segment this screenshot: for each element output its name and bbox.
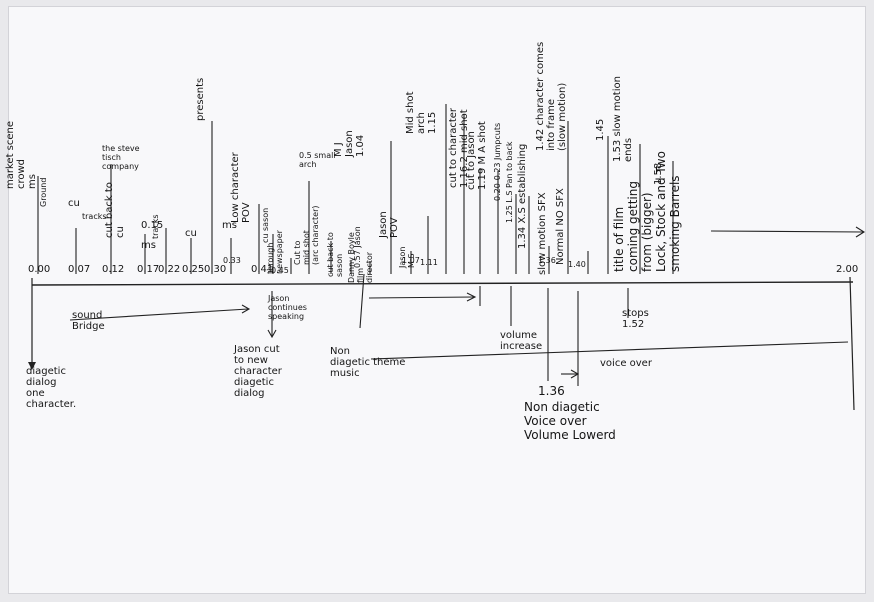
sound-annotation: Non diagetic Voice over Volume Lowerd bbox=[524, 400, 616, 442]
tick-label: 0.07 bbox=[68, 264, 91, 275]
tick-label: 0.45 bbox=[271, 266, 289, 275]
shot-annotation: tracks bbox=[151, 214, 160, 239]
timeline-drawing bbox=[28, 104, 866, 411]
shot-annotation: cu bbox=[68, 198, 80, 209]
tick-label: 0.33 bbox=[223, 256, 241, 265]
shot-annotation: 0.20-0.23 Jumpcuts bbox=[493, 122, 502, 201]
shot-annotation: 1.34 X.S establishing bbox=[517, 143, 528, 249]
shot-annotation: tracks bbox=[82, 212, 107, 221]
tick-label: 1.40 bbox=[568, 260, 586, 269]
shot-annotation: through newspaper bbox=[266, 230, 284, 274]
tick-label: 0.17 bbox=[137, 264, 160, 275]
shot-annotation: the steve tisch company bbox=[102, 144, 140, 171]
shot-annotation: Ground bbox=[39, 177, 48, 207]
shot-annotation: cut back to cu bbox=[104, 182, 126, 238]
tick-label: 1.11 bbox=[420, 258, 438, 267]
sound-annotation: sound Bridge bbox=[72, 310, 105, 332]
shot-annotation: cut to Jason 1.19 M A shot bbox=[466, 121, 488, 190]
tick-label: 0.12 bbox=[102, 264, 125, 275]
shot-annotation: cu bbox=[185, 228, 197, 239]
shot-annotation: Cut to mid shot (arc character) bbox=[293, 205, 320, 265]
main-timeline bbox=[31, 281, 854, 286]
shot-annotation: 0.15 bbox=[141, 220, 164, 231]
shot-annotation: 1.53 slow motion ends bbox=[612, 76, 634, 162]
shot-annotation: ms bbox=[222, 220, 237, 231]
shot-annotation: Jason POV bbox=[378, 211, 400, 238]
sound-lines bbox=[69, 273, 849, 386]
sound-annotation: voice over bbox=[600, 358, 652, 369]
shot-annotation: ms bbox=[141, 240, 156, 251]
shot-annotation: Low character POV bbox=[230, 152, 252, 223]
tick-label: 0.25 bbox=[182, 264, 205, 275]
shot-annotation: market scene crowd ms bbox=[5, 120, 38, 189]
tick-label: 0.30 bbox=[204, 264, 227, 275]
sound-annotation: Jason cut to new character diagetic dial… bbox=[234, 344, 282, 399]
shot-annotation: 1.25 L.S Pan to back bbox=[505, 141, 514, 223]
tick-label: 2.00 bbox=[836, 264, 859, 275]
tick-label: 1.07 bbox=[402, 256, 420, 265]
tick-label: 0.22 bbox=[158, 264, 181, 275]
shot-annotation: Danny Boyle film director bbox=[347, 232, 374, 283]
shot-annotation: presents bbox=[195, 77, 206, 121]
shot-markers bbox=[37, 104, 866, 274]
shot-annotation: Mid shot arch 1.15 bbox=[405, 91, 438, 134]
sound-annotation: volume increase bbox=[500, 330, 543, 352]
shot-annotation: Jason M S bbox=[398, 246, 416, 268]
sound-annotation: 1.36 bbox=[538, 384, 565, 398]
down-arrow-icon bbox=[28, 362, 36, 370]
shot-annotation: cut back to sason bbox=[326, 232, 344, 277]
tick-label: 0.00 bbox=[28, 264, 51, 275]
shot-annotation: Normal NO SFX bbox=[555, 188, 566, 265]
shot-annotation: M J Jason 1.04 bbox=[333, 130, 366, 157]
shot-annotation: title of film coming getting from (bigge… bbox=[612, 151, 682, 272]
tick-label: 1.36 bbox=[538, 256, 556, 265]
sound-annotation: Jason continues speaking bbox=[268, 294, 307, 321]
sound-annotation: stops 1.52 bbox=[622, 308, 649, 330]
sound-annotation: Non diagetic theme music bbox=[330, 346, 406, 379]
shot-annotation: 0.5 small arch bbox=[299, 151, 336, 169]
tick-label: 0.41 bbox=[251, 264, 274, 275]
shot-annotation: 1.42 character comes into frame (slow mo… bbox=[535, 41, 568, 151]
shot-annotation: slow motion SFX bbox=[537, 192, 548, 275]
shot-annotation: 1.45 bbox=[595, 118, 606, 141]
paper-sheet: 0.00 0.07 0.12 0.17 0.22 0.25 0.30 0.33 … bbox=[5, 6, 866, 594]
end-tick bbox=[849, 276, 855, 411]
sound-annotation: diagetic dialog one character. bbox=[26, 366, 77, 410]
